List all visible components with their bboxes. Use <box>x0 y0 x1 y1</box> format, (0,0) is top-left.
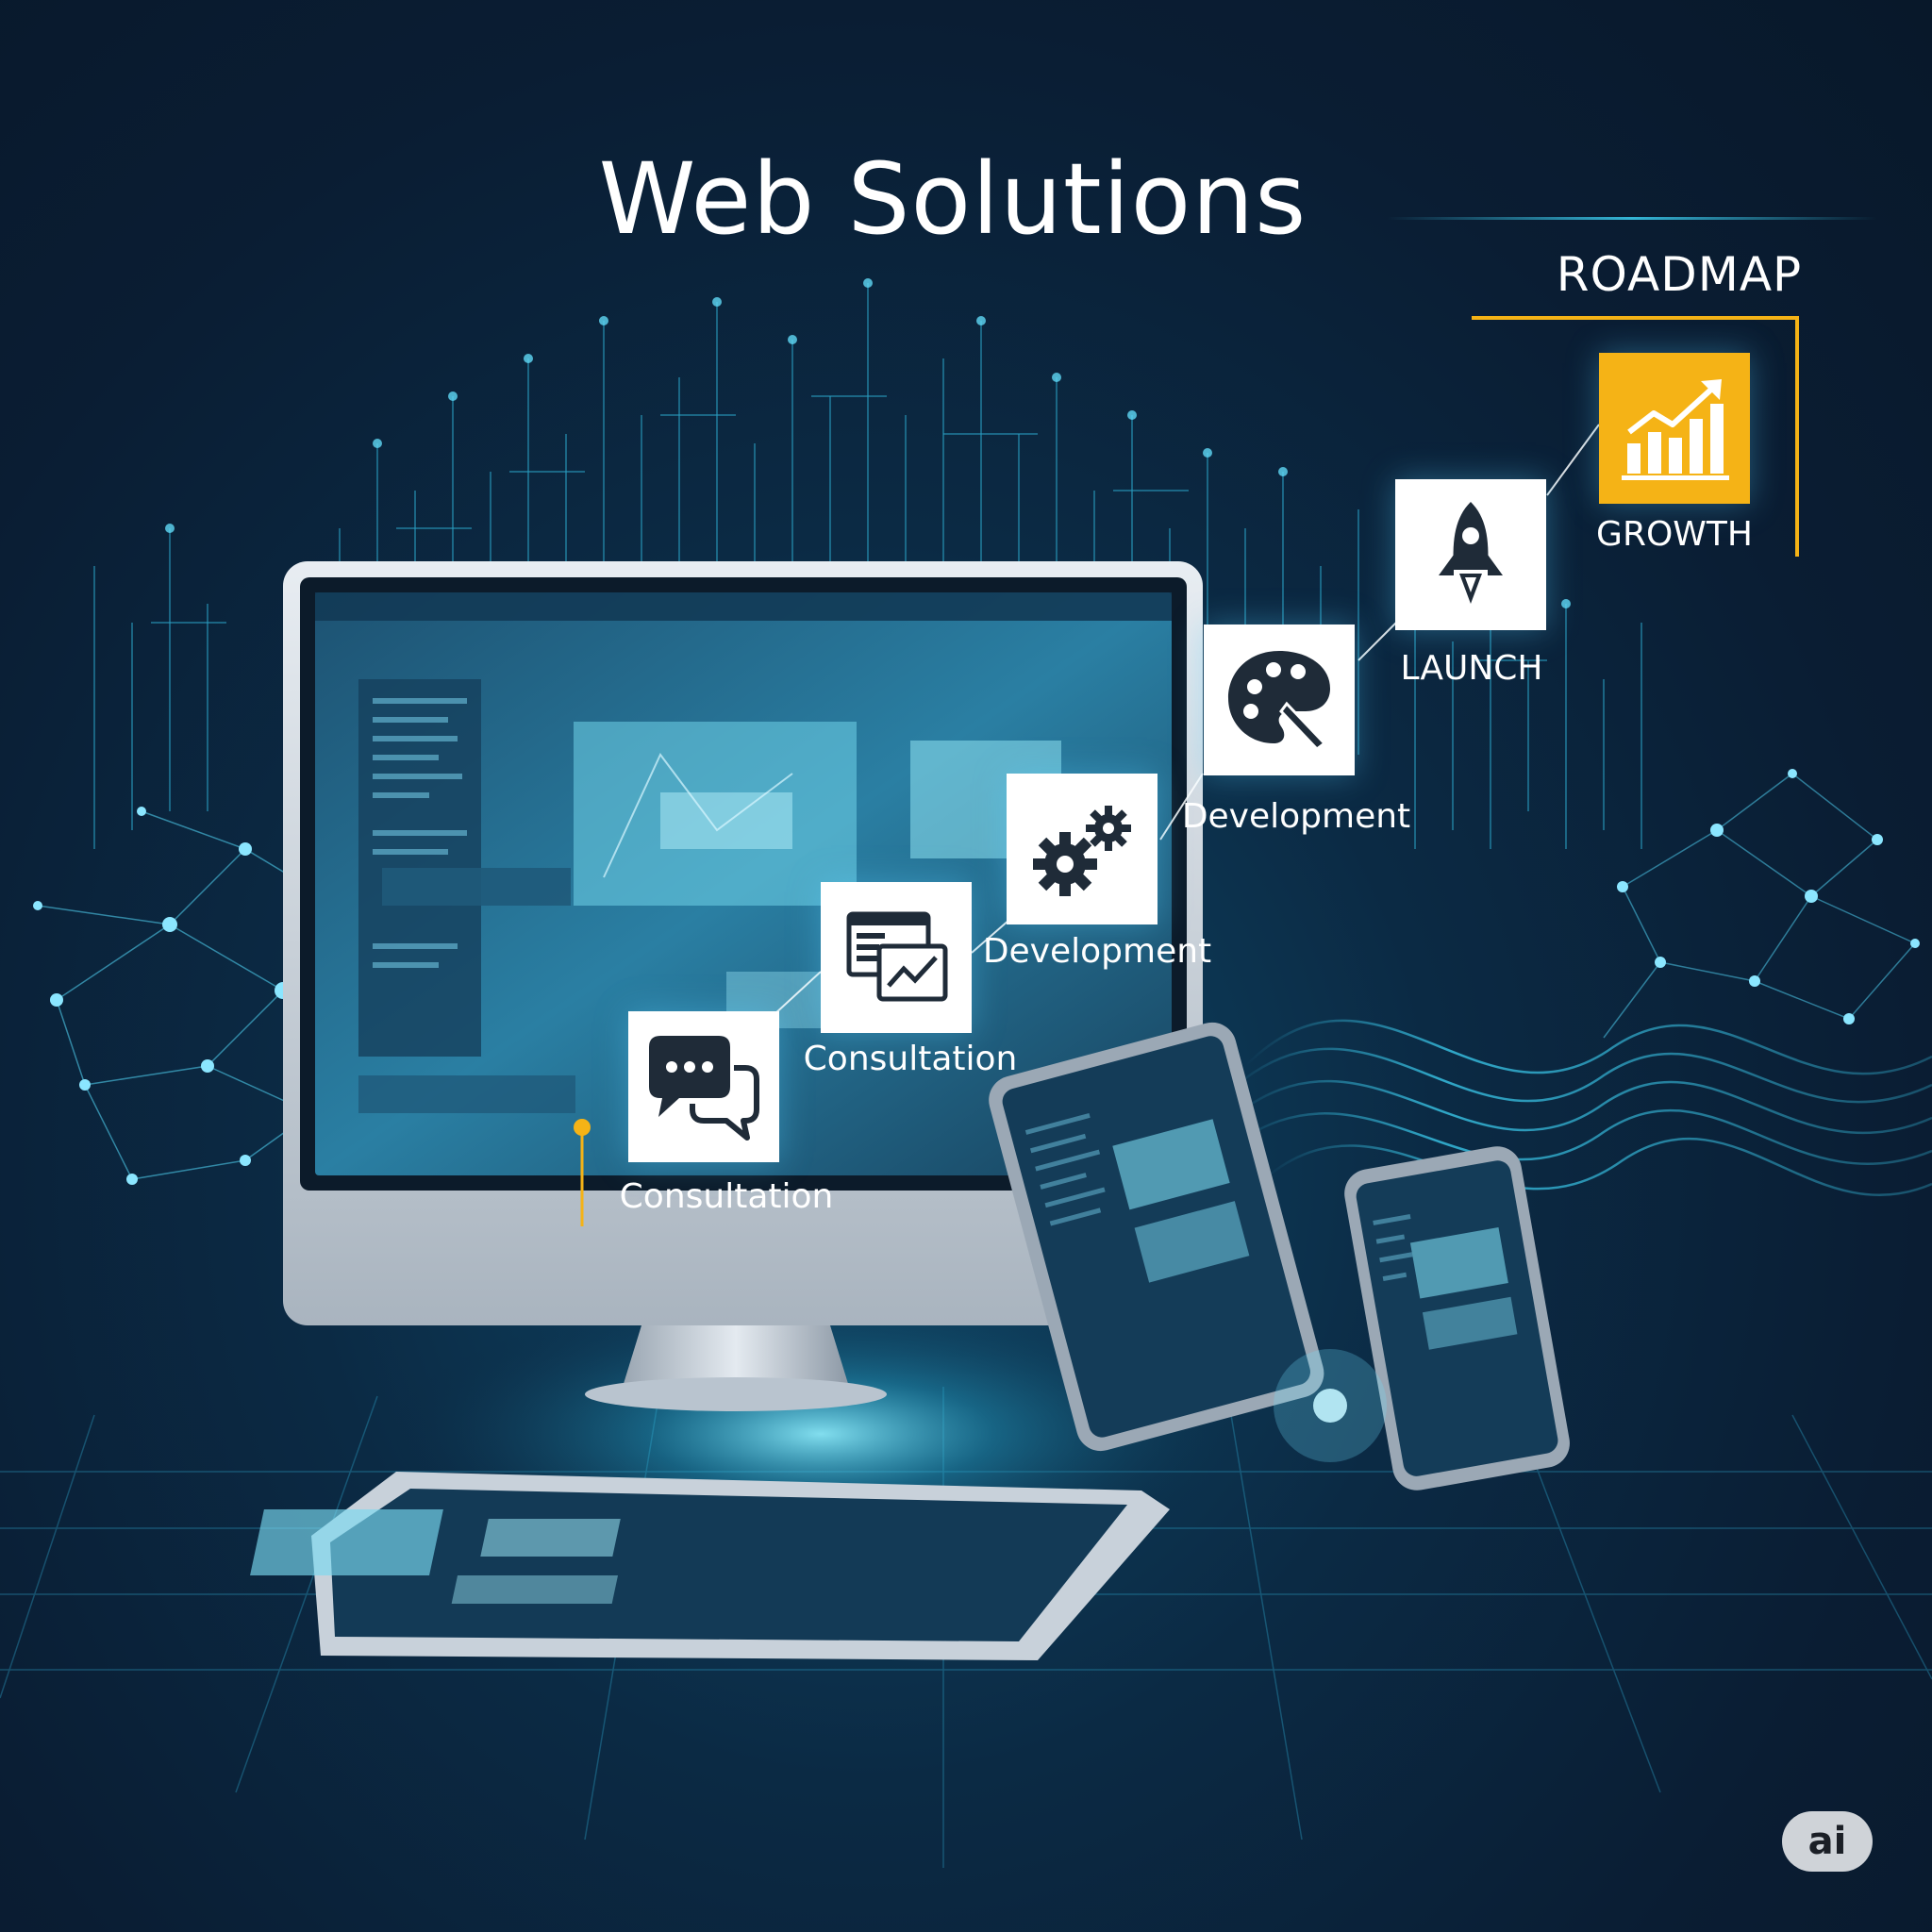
step-label-consultation-1: Consultation <box>619 1177 834 1216</box>
accent-line <box>1387 217 1877 220</box>
smartphone <box>1344 1146 1570 1491</box>
flat-tablet <box>250 1472 1170 1660</box>
desktop-monitor <box>283 561 1203 1411</box>
step-tile-growth <box>1599 353 1750 504</box>
data-waves <box>1225 1019 1932 1196</box>
step-tile-consultation-dashboard <box>821 882 972 1033</box>
roadmap-label: ROADMAP <box>1556 247 1803 302</box>
rocket-icon <box>1439 502 1503 604</box>
gears-icon <box>1033 806 1131 896</box>
network-nodes-right <box>1617 769 1920 1024</box>
ai-badge: ai <box>1782 1811 1873 1872</box>
dashboard-screens-icon <box>846 911 948 1002</box>
standing-tablet <box>989 1022 1324 1452</box>
step-label-development-2: Development <box>1181 797 1411 836</box>
start-marker-dot <box>574 1119 591 1136</box>
roadmap-bracket <box>1472 316 1799 557</box>
monitor-stand <box>623 1325 849 1387</box>
step-tile-launch <box>1395 479 1546 630</box>
step-label-development-1: Development <box>982 932 1212 971</box>
chat-bubbles-icon <box>649 1036 759 1141</box>
step-label-consultation-2: Consultation <box>803 1040 1018 1078</box>
step-label-growth: GROWTH <box>1596 515 1753 554</box>
step-tile-development-palette <box>1204 625 1355 775</box>
step-label-launch: LAUNCH <box>1400 649 1543 688</box>
circuit-lines <box>93 283 1642 849</box>
palette-icon <box>1228 651 1330 752</box>
step-tile-development-gears <box>1007 774 1158 924</box>
network-mesh-right <box>1603 773 1917 1039</box>
step-tile-consultation-chat <box>628 1011 779 1162</box>
growth-chart-icon <box>1622 379 1729 480</box>
page-title: Web Solutions <box>598 142 1307 257</box>
